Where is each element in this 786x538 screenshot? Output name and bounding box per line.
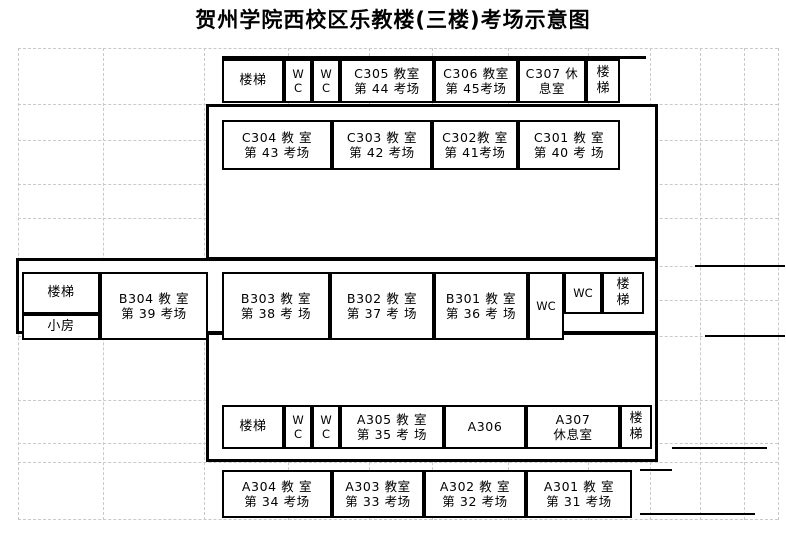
- room-label-line1: C302教 室: [442, 129, 508, 145]
- room-label-line1: W: [320, 66, 332, 81]
- room-label-line1: 楼梯: [239, 73, 267, 89]
- room-label-line1: 楼梯: [239, 419, 267, 435]
- stair-landing-line-right-upper: [695, 265, 785, 267]
- page-title: 贺州学院西校区乐教楼(三楼)考场示意图: [195, 8, 591, 32]
- room-b-wc-1[interactable]: WC: [528, 272, 564, 340]
- grid-line-v: [744, 48, 745, 520]
- room-label-line1: A301 教 室: [543, 478, 615, 494]
- wall-c-top: [222, 56, 646, 59]
- room-label-line1: 小房: [47, 319, 75, 335]
- stair-landing-line-right-lower: [705, 335, 785, 337]
- room-label-line1: WC: [536, 298, 556, 313]
- room-label-line1: A303 教室: [345, 478, 411, 494]
- room-a305[interactable]: A305 教 室 第 35 考 场: [340, 405, 444, 449]
- room-label-line1: C301 教 室: [533, 129, 605, 145]
- room-b-wc-2[interactable]: WC: [564, 272, 602, 314]
- room-label-line2: 第 37 考 场: [346, 306, 418, 321]
- room-label-line1: C306 教室: [443, 65, 509, 81]
- room-label-line1: W: [292, 412, 304, 427]
- room-label-line1: B303 教 室: [240, 290, 312, 306]
- room-label-line2: 第 34 考场: [244, 494, 310, 509]
- room-label-line2: 梯: [616, 293, 630, 308]
- room-label-line2: C: [293, 427, 303, 441]
- room-label-line1: W: [292, 66, 304, 81]
- room-label-line2: 第 41考场: [444, 145, 506, 160]
- room-label-line2: C: [321, 81, 331, 95]
- room-c303[interactable]: C303 教 室 第 42 考场: [332, 120, 432, 170]
- grid-line-h: [18, 462, 778, 463]
- room-label-line2: 第 36 考 场: [445, 306, 517, 321]
- room-label-line1: A306: [467, 419, 503, 435]
- room-a303[interactable]: A303 教室 第 33 考场: [332, 470, 424, 518]
- room-label-line1: A304 教 室: [241, 478, 313, 494]
- room-label-line2: C: [293, 81, 303, 95]
- room-label-line1: 楼: [596, 65, 610, 81]
- stair-landing-line-bottom-left: [640, 469, 672, 471]
- room-a-stair-right[interactable]: 楼 梯: [620, 405, 652, 449]
- room-label-line1: W: [320, 412, 332, 427]
- room-label-line1: B304 教 室: [118, 290, 190, 306]
- room-c-stair-right[interactable]: 楼 梯: [586, 59, 620, 103]
- room-c-wc-2[interactable]: W C: [312, 59, 340, 103]
- room-label-line2: 梯: [629, 427, 643, 442]
- grid-line-v: [778, 48, 779, 520]
- room-label-line1: A305 教 室: [356, 411, 428, 427]
- room-label-line2: 息室: [538, 81, 566, 96]
- room-label-line1: A302 教 室: [439, 478, 511, 494]
- room-label-line1: B301 教 室: [445, 290, 517, 306]
- room-a304[interactable]: A304 教 室 第 34 考场: [222, 470, 332, 518]
- room-b-xiaofang[interactable]: 小房: [22, 314, 100, 340]
- room-label-line1: 楼: [629, 411, 643, 427]
- room-a-stair-left[interactable]: 楼梯: [222, 405, 284, 449]
- room-label-line2: 第 35 考 场: [356, 427, 428, 442]
- stair-landing-line-bottom-upper: [672, 447, 767, 449]
- room-label-line2: 梯: [596, 81, 610, 96]
- room-label-line2: 第 32 考场: [442, 494, 508, 509]
- room-b301[interactable]: B301 教 室 第 36 考 场: [434, 272, 528, 340]
- room-c301[interactable]: C301 教 室 第 40 考 场: [518, 120, 620, 170]
- room-a-wc-2[interactable]: W C: [312, 405, 340, 449]
- room-c305[interactable]: C305 教室 第 44 考场: [340, 59, 434, 103]
- room-label-line1: C303 教 室: [346, 129, 418, 145]
- room-label-line2: 第 44 考场: [354, 81, 420, 96]
- room-b304[interactable]: B304 教 室 第 39 考场: [100, 272, 208, 340]
- room-label-line1: WC: [573, 285, 593, 300]
- room-c302[interactable]: C302教 室 第 41考场: [432, 120, 518, 170]
- room-b-stair-left[interactable]: 楼梯: [22, 272, 100, 314]
- room-label-line2: 休息室: [553, 427, 593, 442]
- room-b303[interactable]: B303 教 室 第 38 考 场: [222, 272, 330, 340]
- room-label-line2: 第 31 考场: [546, 494, 612, 509]
- room-a-wc-1[interactable]: W C: [284, 405, 312, 449]
- room-label-line2: 第 42 考场: [349, 145, 415, 160]
- room-label-line2: 第 45考场: [445, 81, 507, 96]
- room-c-wc-1[interactable]: W C: [284, 59, 312, 103]
- room-label-line2: C: [321, 427, 331, 441]
- room-label-line2: 第 40 考 场: [533, 145, 605, 160]
- room-b-stair-right[interactable]: 楼 梯: [602, 272, 644, 314]
- room-label-line1: C304 教 室: [241, 129, 313, 145]
- room-b302[interactable]: B302 教 室 第 37 考 场: [330, 272, 434, 340]
- room-a302[interactable]: A302 教 室 第 32 考场: [424, 470, 526, 518]
- grid-line-h: [18, 519, 778, 520]
- grid-line-h: [18, 48, 778, 49]
- grid-line-v: [700, 48, 701, 520]
- room-c306[interactable]: C306 教室 第 45考场: [434, 59, 518, 103]
- room-a307-rest[interactable]: A307 休息室: [526, 405, 620, 449]
- room-a306[interactable]: A306: [444, 405, 526, 449]
- room-label-line2: 第 43 考场: [244, 145, 310, 160]
- room-label-line2: 第 38 考 场: [240, 306, 312, 321]
- room-label-line1: A307: [555, 411, 591, 427]
- room-label-line1: C307 休: [525, 65, 579, 81]
- room-c307-rest[interactable]: C307 休 息室: [518, 59, 586, 103]
- room-a301[interactable]: A301 教 室 第 31 考场: [526, 470, 632, 518]
- room-label-line1: 楼: [616, 277, 630, 293]
- room-label-line1: B302 教 室: [346, 290, 418, 306]
- room-c304[interactable]: C304 教 室 第 43 考场: [222, 120, 332, 170]
- stair-landing-line-bottom-lower: [640, 513, 755, 515]
- room-label-line2: 第 33 考场: [345, 494, 411, 509]
- room-label-line2: 第 39 考场: [121, 306, 187, 321]
- room-label-line1: 楼梯: [47, 285, 75, 301]
- room-label-line1: C305 教室: [354, 65, 420, 81]
- room-c-stair-left[interactable]: 楼梯: [222, 59, 284, 103]
